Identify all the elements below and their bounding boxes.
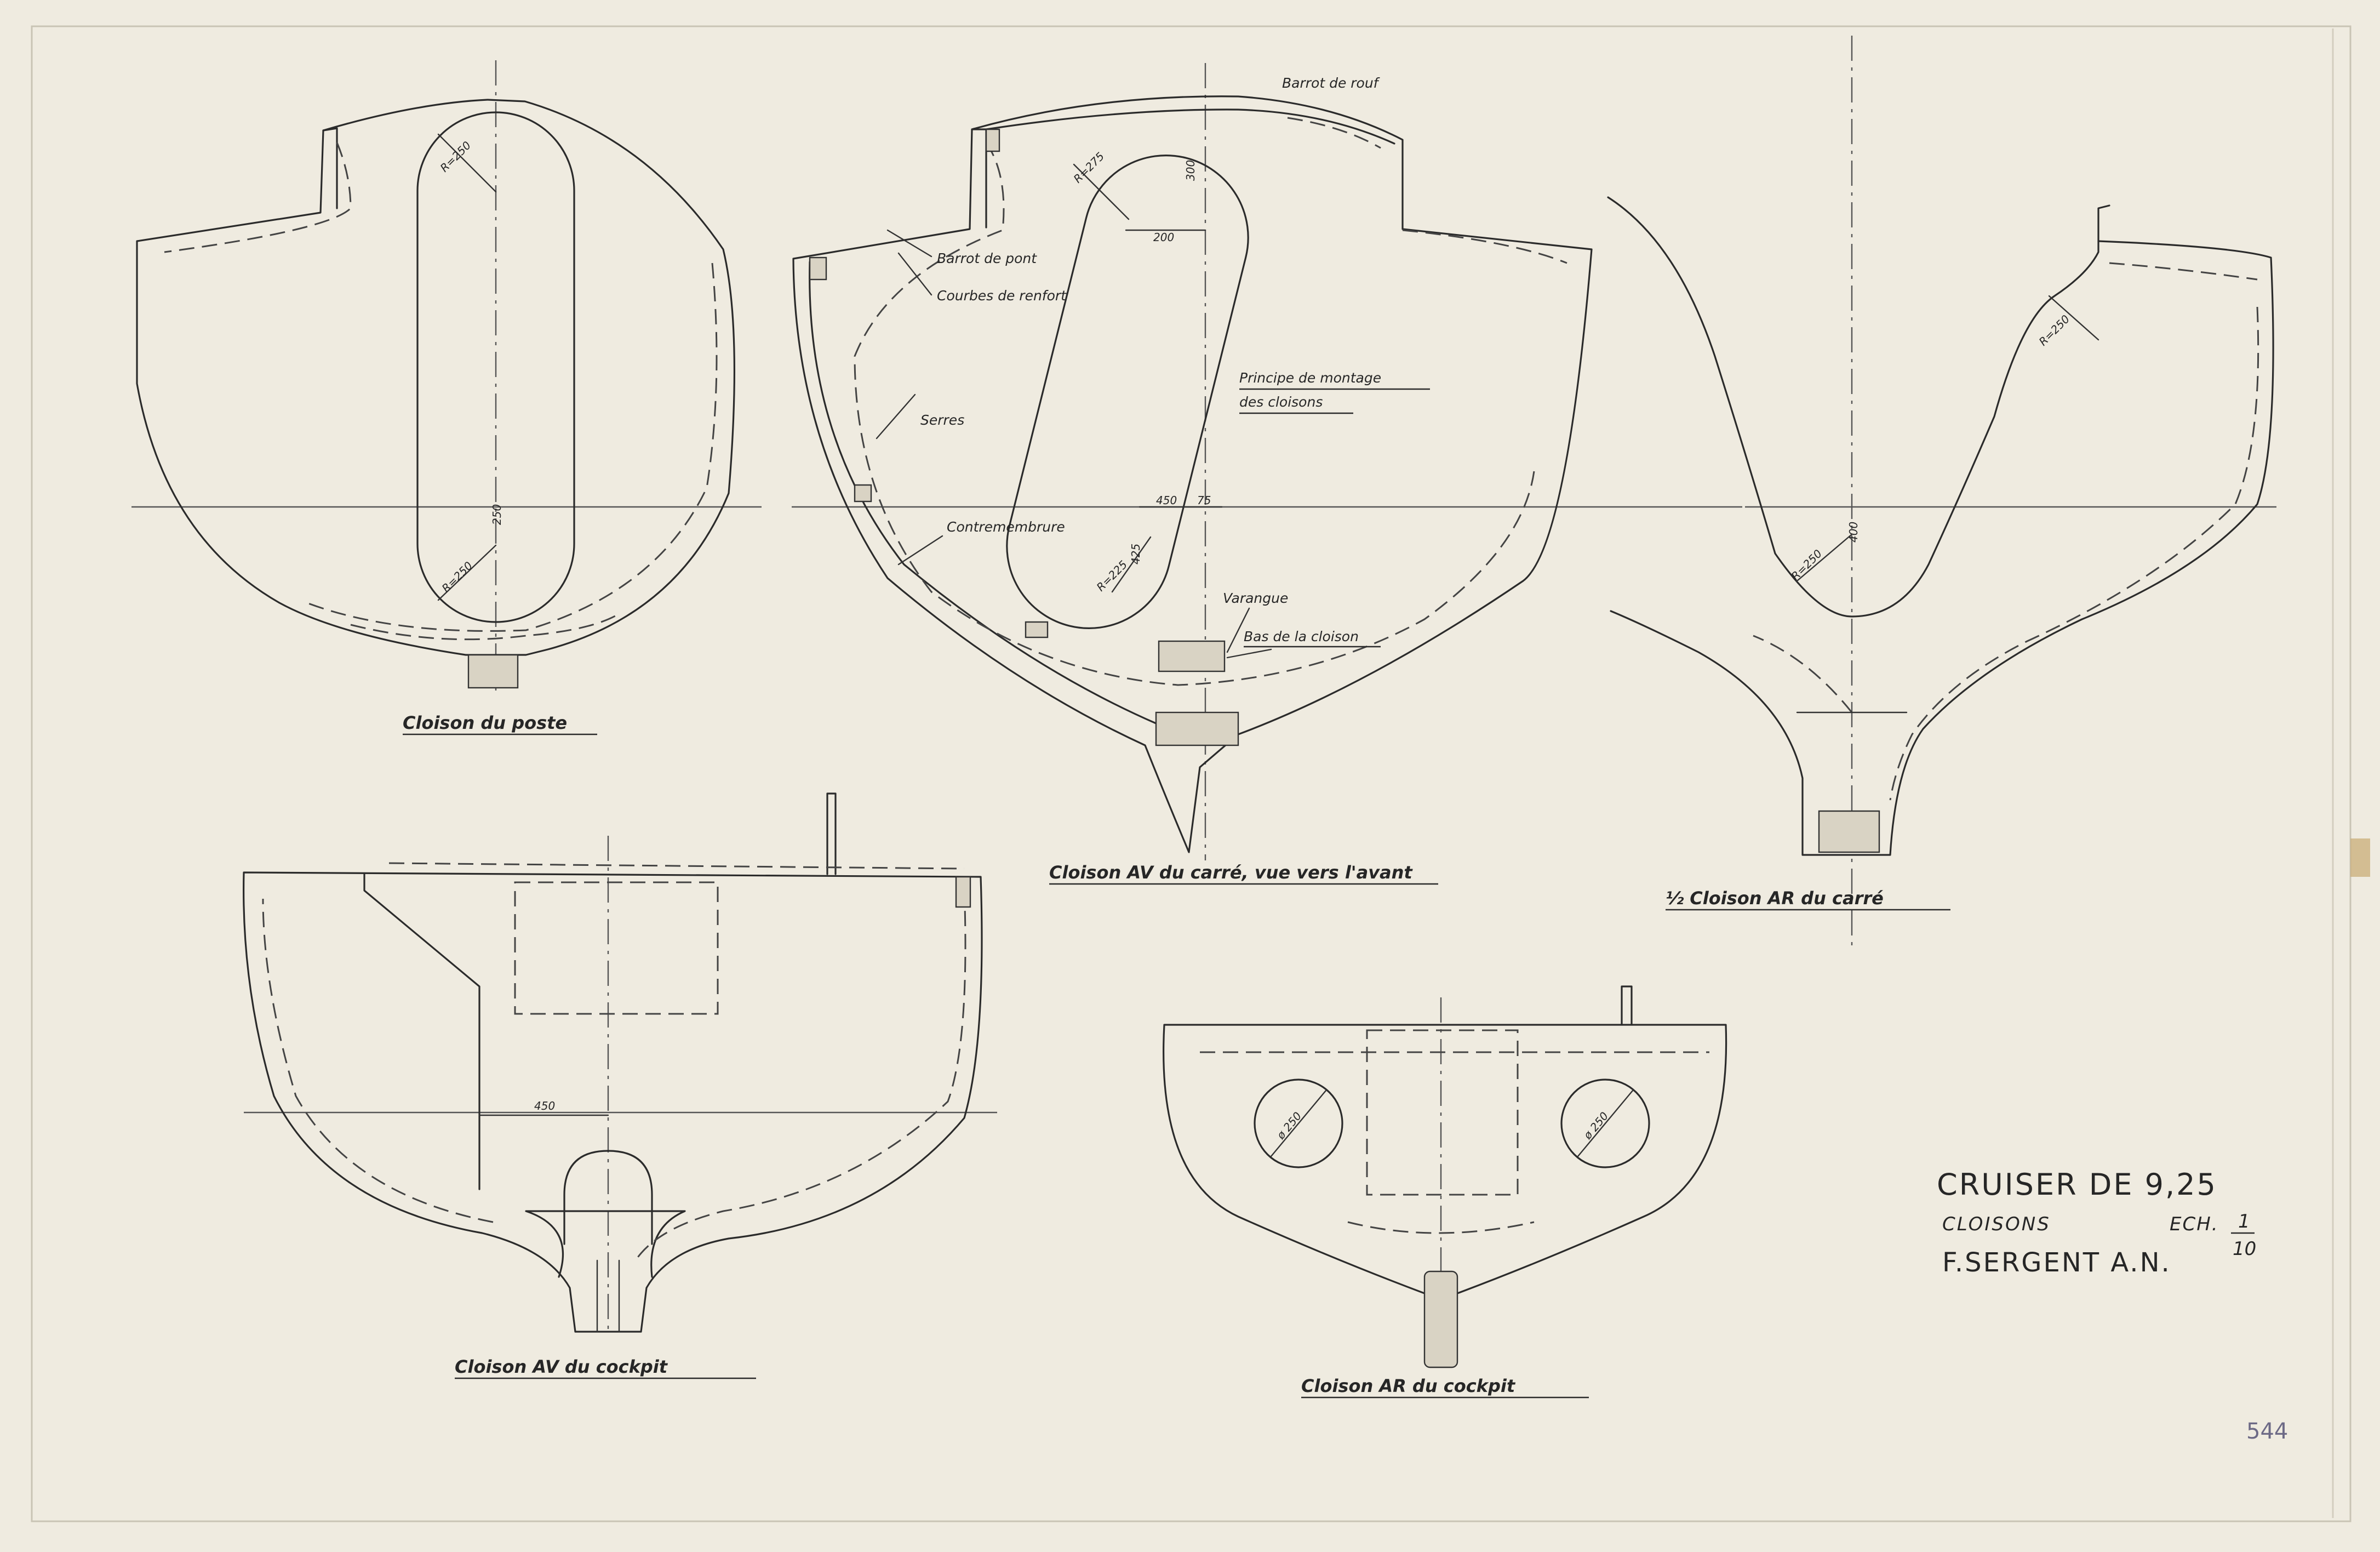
- label-bas-cloison: Bas de la cloison: [1244, 629, 1359, 644]
- section-caption: Cloison du poste: [403, 712, 567, 733]
- serre-block: [854, 484, 872, 503]
- porthole-left: [1254, 1079, 1343, 1168]
- cockpit-well: [1366, 1029, 1519, 1196]
- section-caption: ½ Cloison AR du carré: [1666, 888, 1884, 909]
- dimension-label: 300: [1184, 160, 1197, 181]
- coaming: [1621, 985, 1633, 1026]
- inner-lining: [164, 142, 718, 632]
- label-varangue: Varangue: [1223, 590, 1288, 606]
- hull-outline: [243, 871, 983, 1333]
- sheet-number: 544: [2246, 1419, 2288, 1444]
- dimension-label: 425: [1129, 544, 1142, 564]
- leader-line: [876, 393, 916, 440]
- inner-lining: [262, 887, 966, 1261]
- scale-numerator: 1: [2238, 1211, 2250, 1233]
- rudder-stock: [1423, 1270, 1458, 1368]
- cockpit-well: [514, 881, 719, 1015]
- dim-leader: [2048, 295, 2099, 341]
- label-serres: Serres: [920, 412, 964, 428]
- opening-oblong: [416, 111, 575, 623]
- label-principe: Principe de montage: [1239, 370, 1381, 386]
- keel-block: [1155, 711, 1239, 746]
- dim-leader: [1073, 163, 1130, 220]
- hull-outline: [1607, 196, 2274, 856]
- dimension-label: 450: [1156, 494, 1177, 507]
- dim-leader: [437, 544, 497, 601]
- label-contremembrure: Contremembrure: [947, 519, 1065, 535]
- floor-line: [350, 613, 620, 641]
- hull-outline: [792, 95, 1593, 853]
- inner-lining: [854, 117, 1567, 686]
- dimension-label: 250: [490, 504, 504, 525]
- scale-denominator: 10: [2233, 1238, 2256, 1260]
- dim-leader: [1577, 1089, 1634, 1157]
- drawing-author: F.SERGENT A.N.: [1942, 1247, 2171, 1278]
- coaming: [2097, 204, 2110, 242]
- cockpit-seat-line: [363, 872, 480, 1190]
- leader-line: [1226, 607, 1250, 653]
- dim-leader: [437, 133, 497, 193]
- roof-beam: [985, 109, 1395, 145]
- cabin-top: [322, 127, 338, 209]
- drawing-title: CRUISER DE 9,25: [1937, 1167, 2217, 1202]
- floor-line: [1347, 1221, 1535, 1234]
- cockpit-coaming: [826, 792, 837, 875]
- opening-oblong: [1006, 155, 1249, 629]
- dimension-label: 400: [1847, 522, 1860, 543]
- dimension-label: 200: [1153, 231, 1174, 244]
- dimension-label: 450: [534, 1099, 555, 1112]
- leader-line: [886, 229, 932, 258]
- section-caption: Cloison AV du cockpit: [455, 1356, 668, 1377]
- porthole-right: [1560, 1079, 1650, 1168]
- section-caption: Cloison AV du carré, vue vers l'avant: [1049, 862, 1413, 883]
- dim-leader: [1111, 536, 1152, 593]
- section-cloison-ar-du-cockpit: ø 250 ø 250 Cloison AR du cockpit: [1163, 985, 1727, 1399]
- title-block: CRUISER DE 9,25 CLOISONS ECH. 1 10 F.SER…: [1937, 1167, 2256, 1278]
- leader-line: [897, 252, 932, 296]
- frame-block: [955, 876, 971, 908]
- lining-top: [388, 862, 965, 870]
- inner-lining: [1753, 262, 2259, 801]
- leader-line: [1226, 648, 1272, 659]
- label-principe-2: des cloisons: [1239, 394, 1323, 410]
- label-barrot-de-rouf: Barrot de rouf: [1282, 75, 1380, 91]
- serre-block: [1025, 621, 1049, 638]
- dimension-label: 75: [1197, 494, 1211, 507]
- inner-frame: [525, 1210, 686, 1278]
- drawing-subtitle: CLOISONS: [1942, 1213, 2051, 1235]
- tape-mark: [2350, 838, 2370, 877]
- leader-line: [897, 535, 943, 566]
- label-courbes: Courbes de renfort: [937, 288, 1067, 304]
- keel-block: [467, 654, 519, 689]
- keel-line: [596, 1259, 620, 1333]
- keel-block: [1818, 810, 1880, 853]
- dim-leader: [1270, 1089, 1327, 1157]
- hull-outline: [136, 99, 736, 656]
- inner-frame: [809, 261, 1157, 724]
- section-caption: Cloison AR du cockpit: [1301, 1376, 1516, 1396]
- frame-block: [809, 256, 827, 281]
- section-cloison-av-du-cockpit: 450 Cloison AV du cockpit: [243, 792, 997, 1379]
- scale-label: ECH.: [2170, 1213, 2219, 1235]
- label-barrot-de-pont: Barrot de pont: [937, 250, 1037, 266]
- varangue-block: [1158, 640, 1226, 672]
- frame-block: [985, 128, 1000, 152]
- lazarette-arch: [563, 1150, 653, 1245]
- dim-leader: [1796, 533, 1853, 582]
- paper-frame: [31, 25, 2352, 1522]
